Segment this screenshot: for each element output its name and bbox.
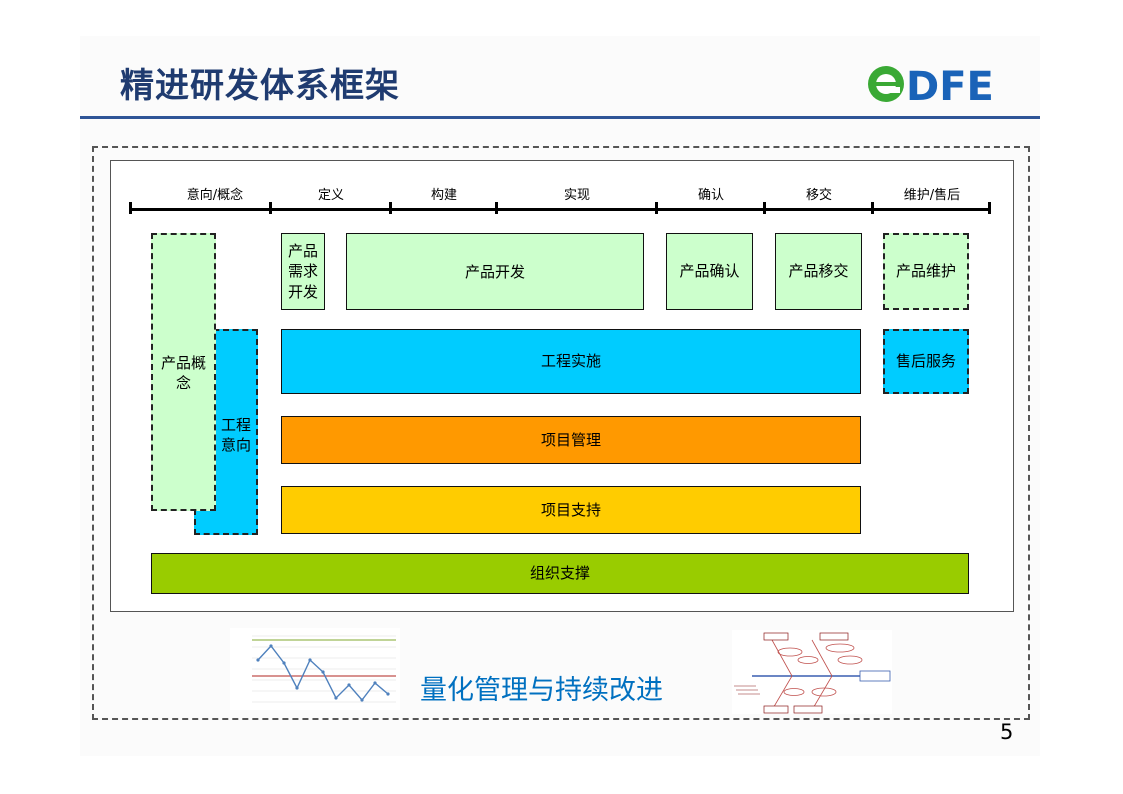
product-confirmation-label: 产品确认 <box>679 262 740 281</box>
tagline: 量化管理与持续改进 <box>420 675 663 706</box>
project-support-label: 项目支持 <box>540 500 601 519</box>
page-number: 5 <box>1000 720 1014 744</box>
phase-timeline <box>130 208 990 211</box>
product-development-label: 产品开发 <box>464 263 525 281</box>
phase-label: 移交 <box>805 188 832 203</box>
phase-label: 构建 <box>430 188 457 203</box>
logo-text: DFE <box>906 64 994 108</box>
organization-support-box: 组织支撑 <box>151 553 969 594</box>
timeline-tick <box>655 202 658 214</box>
timeline-tick <box>389 202 392 214</box>
dfe-logo: DFE <box>868 64 994 108</box>
after-sales-service-label: 售后服务 <box>895 352 956 371</box>
engineering-implementation-box: 工程实施 <box>281 329 861 394</box>
timeline-tick <box>871 202 874 214</box>
project-support-box: 项目支持 <box>281 486 861 534</box>
product-requirements-label: 产品需求开发 <box>287 242 318 301</box>
product-maintenance-box: 产品维护 <box>883 233 969 310</box>
project-management-box: 项目管理 <box>281 416 861 464</box>
timeline-tick <box>269 202 272 214</box>
phase-label: 实现 <box>563 188 590 203</box>
engineering-implementation-label: 工程实施 <box>540 352 601 371</box>
phase-label: 确认 <box>697 188 724 203</box>
timeline-tick <box>495 202 498 214</box>
engineering-intent-label: 工程意向 <box>220 415 251 454</box>
product-confirmation-box: 产品确认 <box>666 233 753 310</box>
project-management-label: 项目管理 <box>540 430 601 449</box>
control-chart-thumbnail <box>230 628 400 710</box>
product-concept-box: 产品概念 <box>151 233 216 511</box>
phase-label: 定义 <box>317 188 344 203</box>
timeline-tick <box>129 202 132 214</box>
product-requirements-box: 产品需求开发 <box>281 233 325 310</box>
organization-support-label: 组织支撑 <box>529 564 590 583</box>
phase-label: 意向/概念 <box>186 188 244 203</box>
timeline-tick <box>988 202 991 214</box>
product-handover-label: 产品移交 <box>788 262 849 281</box>
page-title: 精进研发体系框架 <box>120 66 400 106</box>
fishbone-diagram-thumbnail <box>732 630 892 714</box>
timeline-tick <box>763 202 766 214</box>
title-divider <box>80 116 1040 119</box>
product-development-box: 产品开发 <box>346 233 644 310</box>
phase-label: 维护/售后 <box>903 188 961 203</box>
product-maintenance-label: 产品维护 <box>895 262 956 281</box>
product-concept-label: 产品概念 <box>160 354 206 393</box>
after-sales-service-box: 售后服务 <box>883 329 969 394</box>
product-handover-box: 产品移交 <box>775 233 862 310</box>
framework-outer-frame <box>92 146 1030 720</box>
